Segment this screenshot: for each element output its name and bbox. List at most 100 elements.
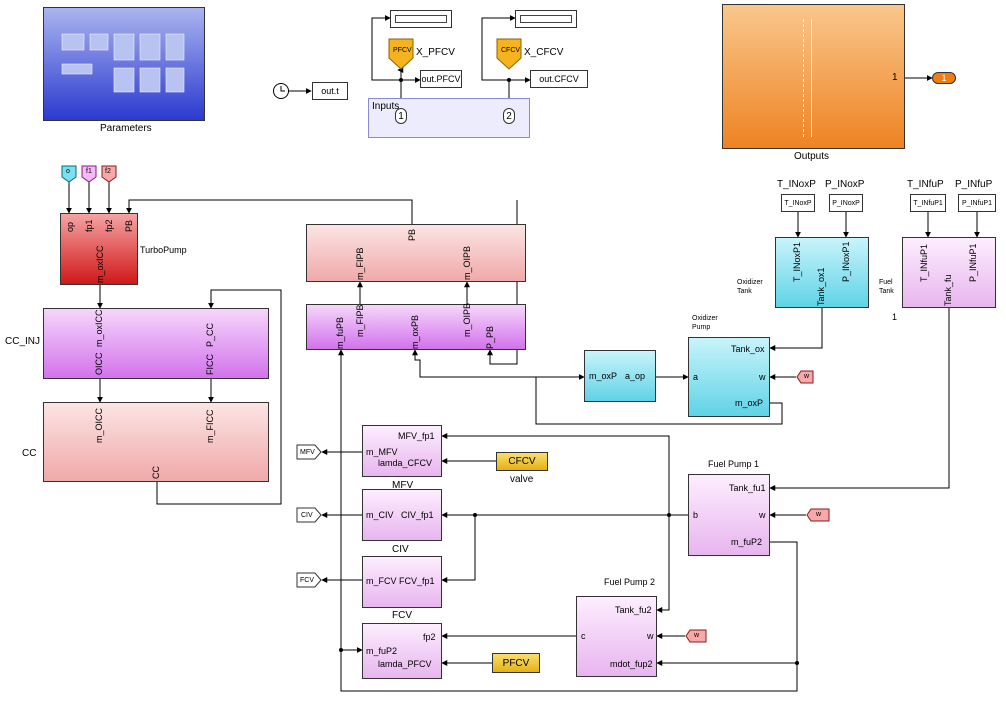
oxidizer-pump-name: Oxidizer Pump xyxy=(692,315,718,332)
pfcv-const-block[interactable]: PFCV xyxy=(492,653,540,673)
p-inoxp-label: P_INoxP xyxy=(825,179,865,190)
pb-port-out: PB xyxy=(407,228,417,241)
parameters-caption: Parameters xyxy=(100,123,152,134)
x-cfcv-label: X_CFCV xyxy=(524,47,564,58)
fcv-goto-icon xyxy=(296,572,322,588)
outport-1[interactable]: 1 xyxy=(932,72,956,84)
inport-2[interactable]: 2 xyxy=(503,108,515,124)
turbopump-name: TurboPump xyxy=(140,245,187,255)
outputs-port-label: 1 xyxy=(892,72,898,83)
cfcv-const-block[interactable]: CFCV xyxy=(496,452,548,471)
cfcv-display[interactable] xyxy=(515,10,577,28)
from-fp2[interactable]: f2 xyxy=(105,168,111,175)
outputs-block[interactable]: 1 xyxy=(722,4,905,149)
fuel-tank-name: Fuel Tank xyxy=(879,279,894,296)
pb-inj-block[interactable]: m_fuPB m_FIPB m_oxPB m_OIPB P_PB xyxy=(306,302,526,350)
turbopump-block[interactable]: op fp1 fp2 PB m_oxICC xyxy=(60,213,138,285)
pfcv-port-lamda: lamda_PFCV xyxy=(378,659,432,669)
w-from-tag-icon xyxy=(806,508,830,522)
pb-block[interactable]: PB m_FIPB m_OIPB xyxy=(306,224,526,282)
mfv-block[interactable]: MFV_fp1 m_MFV lamda_CFCV xyxy=(362,425,442,477)
pfcv-block[interactable]: fp2 m_fuP2 lamda_PFCV xyxy=(362,623,442,679)
fcv-name: FCV xyxy=(392,610,412,621)
mfv-name: MFV xyxy=(392,480,414,491)
mfv-port-lamda: lamda_CFCV xyxy=(378,458,433,468)
x-pfcv-label: X_PFCV xyxy=(416,47,455,58)
inport-1[interactable]: 1 xyxy=(395,108,407,124)
ox-pump-port-tank: Tank_ox xyxy=(731,344,765,354)
fu-tank-port-t: T_INfuP1 xyxy=(919,243,929,282)
fp1-port-tank: Tank_fu1 xyxy=(729,483,766,493)
p-infup-const[interactable]: P_INfuP1 xyxy=(958,194,996,212)
fcv-block[interactable]: m_FCV FCV_fp1 xyxy=(362,556,442,608)
inputs-title: Inputs xyxy=(372,101,400,112)
pb-port-moipb: m_OIPB xyxy=(462,245,472,280)
fuel-tank-note: 1 xyxy=(892,312,898,322)
ox-tank-port-p: P_INoxP1 xyxy=(841,241,851,282)
mfv-port-fp1: MFV_fp1 xyxy=(398,431,435,441)
from-tags-icon xyxy=(61,165,117,183)
cc-port-mficc: m_FICC xyxy=(205,409,215,444)
fp1-port-mfup2: m_fuP2 xyxy=(731,537,763,547)
fp1-port-w: w xyxy=(759,510,766,520)
cc-inj-port-oicc: OICC xyxy=(94,352,104,376)
ox-pump-port-a: a xyxy=(693,372,699,382)
pfcv-goto-tag-icon[interactable] xyxy=(388,38,414,70)
fp2-port-c: c xyxy=(581,631,586,641)
civ-goto[interactable]: CIV xyxy=(301,512,313,519)
t-inoxp-label: T_INoxP xyxy=(777,179,816,190)
cc-inj-block[interactable]: m_oxICC P_CC OICC FICC xyxy=(43,308,269,379)
parameters-block[interactable] xyxy=(43,7,205,121)
civ-name: CIV xyxy=(392,544,409,555)
oxidizer-tank-block[interactable]: T_INoxP1 P_INoxP1 Tank_ox1 xyxy=(775,237,869,308)
mox-port-in: m_oxP xyxy=(589,371,618,381)
p-inoxp-const[interactable]: P_INoxP xyxy=(829,194,863,212)
mfv-port-mmfv: m_MFV xyxy=(366,447,398,457)
civ-goto-icon xyxy=(296,507,322,523)
from-op[interactable]: o xyxy=(66,168,70,175)
cc-inj-name: CC_INJ xyxy=(5,336,41,347)
fuel-pump1-block[interactable]: Tank_fu1 b w m_fuP2 xyxy=(688,474,770,556)
ox-tank-port-t: T_INoxP1 xyxy=(792,241,802,282)
fp2-port-mdot: mdot_fup2 xyxy=(610,659,653,669)
cc-port-moicc: m_OICC xyxy=(94,407,104,443)
from-fp1[interactable]: f1 xyxy=(86,168,92,175)
out-pfcv-block[interactable]: out.PFCV xyxy=(420,70,462,88)
w-tag-1[interactable]: w xyxy=(804,373,810,380)
cc-block[interactable]: m_OICC m_FICC CC xyxy=(43,402,269,482)
t-infup-label: T_INfuP xyxy=(907,179,944,190)
oxidizer-pump-block[interactable]: Tank_ox a w m_oxP xyxy=(688,337,770,417)
turbopump-port-op: op xyxy=(65,221,75,232)
w-tag-3[interactable]: w xyxy=(694,632,700,639)
cc-name: CC xyxy=(22,448,37,459)
parameters-grid-icon xyxy=(61,33,185,93)
pb-inj-port-ppb: P_PB xyxy=(485,325,495,349)
out-cfcv-block[interactable]: out.CFCV xyxy=(530,70,588,88)
turbopump-port-pb: PB xyxy=(124,219,134,232)
outputs-caption: Outputs xyxy=(794,151,830,162)
clock-icon[interactable] xyxy=(272,82,290,100)
pb-inj-port-mfipb: m_FIPB xyxy=(355,304,365,337)
pb-inj-port-moxpb: m_oxPB xyxy=(410,314,420,349)
pb-inj-port-mfupb: m_fuPB xyxy=(335,316,345,349)
fuel-pump2-block[interactable]: Tank_fu2 c w mdot_fup2 xyxy=(576,596,657,677)
pb-inj-port-moipb: m_OIPB xyxy=(462,302,472,337)
fp1-port-b: b xyxy=(693,510,699,520)
civ-block[interactable]: m_CIV CIV_fp1 xyxy=(362,489,442,541)
t-infup-const[interactable]: T_INfuP1 xyxy=(910,194,946,212)
fcv-port-mfcv: m_FCV xyxy=(366,576,397,586)
t-inoxp-const[interactable]: T_INoxP xyxy=(781,194,815,212)
cc-port-out: CC xyxy=(151,466,161,479)
w-tag-2[interactable]: w xyxy=(816,511,822,518)
fp2-port-w: w xyxy=(647,631,654,641)
cfcv-goto-tag-icon[interactable] xyxy=(496,38,522,70)
pfcv-display[interactable] xyxy=(390,10,452,28)
mfv-goto[interactable]: MFV xyxy=(300,449,315,456)
mox-block[interactable]: m_oxP a_op xyxy=(584,350,656,402)
fuel-tank-block[interactable]: T_INfuP1 P_INfuP1 Tank_fu xyxy=(902,237,996,308)
pfcv-port-fp2: fp2 xyxy=(423,632,436,642)
cc-inj-port-moxicc: m_oxICC xyxy=(94,309,104,347)
out-t-block[interactable]: out.t xyxy=(312,82,348,100)
fcv-goto[interactable]: FCV xyxy=(300,577,314,584)
